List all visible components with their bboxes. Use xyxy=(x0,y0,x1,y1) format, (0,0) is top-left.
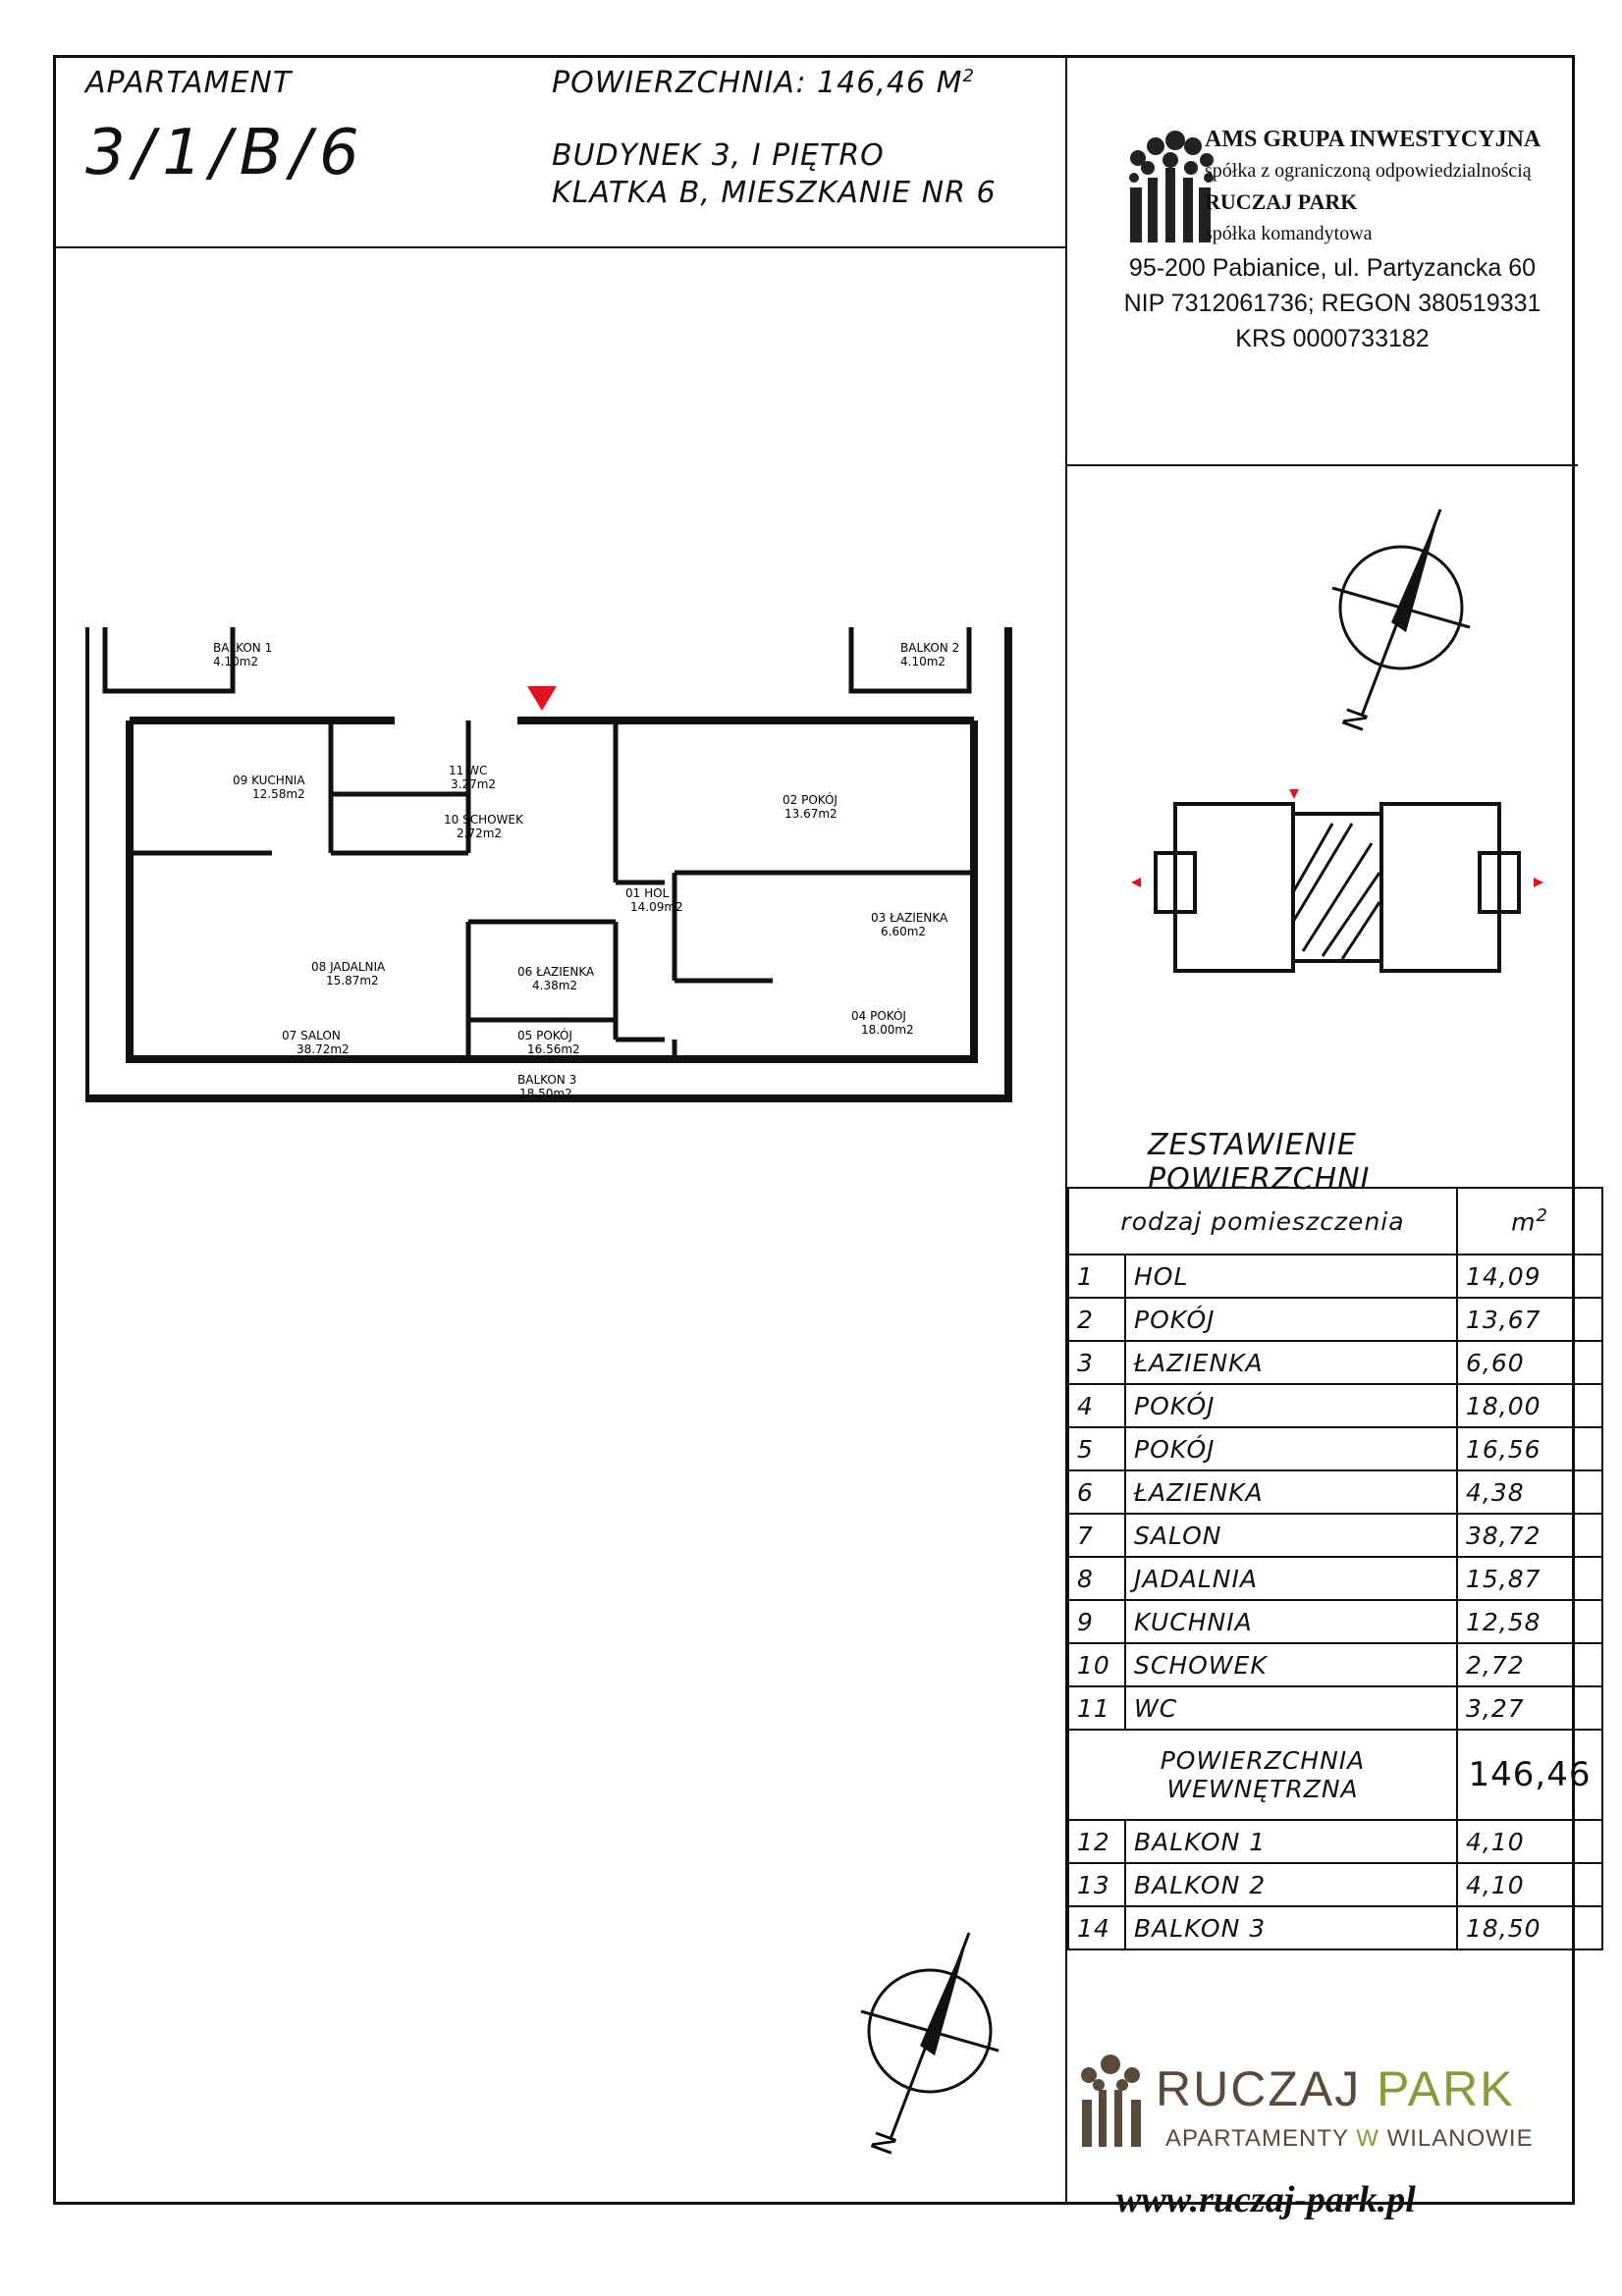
col-name-header: rodzaj pomieszczenia xyxy=(1067,1187,1458,1255)
company-divider xyxy=(1067,464,1578,466)
ruczaj-park-logo-icon xyxy=(1081,2055,1141,2147)
klatka-line: KLATKA B, MIESZKANIE NR 6 xyxy=(552,176,997,210)
room-area-wc: 3.27m2 xyxy=(451,777,496,791)
tree-logo-icon xyxy=(1126,129,1215,246)
total-value: 146,46 xyxy=(1456,1729,1603,1821)
room-label-balkon3: BALKON 3 xyxy=(517,1073,576,1087)
room-area-jadalnia: 15.87m2 xyxy=(326,974,379,988)
room-area-balkon1: 4.10m2 xyxy=(213,655,258,668)
header-divider xyxy=(56,246,1067,248)
apartment-label: APARTAMENT xyxy=(85,66,293,100)
compass-north-icon: N xyxy=(1331,508,1471,736)
right-column-divider xyxy=(1065,58,1067,2202)
company-nip-regon: NIP 7312061736; REGON 380519331 xyxy=(1123,290,1541,317)
room-label-lazienka6: 06 ŁAZIENKA xyxy=(517,965,595,979)
room-area-salon: 38.72m2 xyxy=(297,1042,350,1056)
company-address: 95-200 Pabianice, ul. Partyzancka 60 xyxy=(1128,254,1537,282)
area-line: POWIERZCHNIA: 146,46 M2 xyxy=(552,66,975,100)
plan-sheet: APARTAMENT 3/1/B/6 POWIERZCHNIA: 146,46 … xyxy=(53,55,1603,2220)
company-name: AMS GRUPA INWESTYCYJNA xyxy=(1205,127,1541,152)
room-label-pokoj4: 04 POKÓJ xyxy=(851,1008,906,1023)
room-area-schowek: 2.72m2 xyxy=(457,827,502,840)
building-line: BUDYNEK 3, I PIĘTRO xyxy=(552,138,885,173)
room-label-pokoj5: 05 POKÓJ xyxy=(517,1028,572,1042)
room-area-kuchnia: 12.58m2 xyxy=(252,787,305,801)
col-unit-header: m2 xyxy=(1456,1187,1603,1255)
room-label-wc: 11 WC xyxy=(449,764,487,777)
room-label-jadalnia: 08 JADALNIA xyxy=(311,960,386,974)
room-label-schowek: 10 SCHOWEK xyxy=(444,813,524,827)
floor-plan: BALKON 1 4.10m2 BALKON 2 4.10m2 09 KUCHN… xyxy=(85,627,1012,1102)
company-krs: KRS 0000733182 xyxy=(1235,325,1430,352)
company-subtitle: spółka z ograniczoną odpowiedzialnością xyxy=(1205,160,1532,182)
room-label-balkon1: BALKON 1 xyxy=(213,641,272,655)
room-area-pokoj4: 18.00m2 xyxy=(861,1023,914,1037)
company-kind: spółka komandytowa xyxy=(1205,223,1373,244)
room-label-lazienka3: 03 ŁAZIENKA xyxy=(871,911,948,925)
compass-n-letter-bottom: N xyxy=(865,2127,905,2160)
company-brand: RUCZAJ PARK xyxy=(1205,189,1358,214)
room-area-lazienka3: 6.60m2 xyxy=(881,925,926,938)
room-label-balkon2: BALKON 2 xyxy=(900,641,959,655)
compass-bottom-icon: N xyxy=(860,1932,1000,2160)
apartment-code: 3/1/B/6 xyxy=(85,117,367,189)
website-link[interactable]: www.ruczaj-park.pl xyxy=(1116,2179,1416,2220)
room-label-hol: 01 HOL xyxy=(625,886,670,900)
room-area-lazienka6: 4.38m2 xyxy=(532,979,577,992)
compass-n-letter: N xyxy=(1336,704,1377,736)
brand-tagline: APARTAMENTY W WILANOWIE xyxy=(1165,2125,1534,2152)
table-header-row: rodzaj pomieszczenia m2 xyxy=(1067,1187,1603,1255)
brand-wordmark: RUCZAJ PARK xyxy=(1156,2061,1515,2116)
room-label-kuchnia: 09 KUCHNIA xyxy=(233,774,305,787)
room-area-balkon2: 4.10m2 xyxy=(900,655,946,668)
room-area-pokoj5: 16.56m2 xyxy=(527,1042,580,1056)
room-label-pokoj2: 02 POKÓJ xyxy=(783,792,838,807)
room-area-balkon3: 18.50m2 xyxy=(519,1087,572,1100)
room-label-salon: 07 SALON xyxy=(282,1029,341,1042)
building-key-plan xyxy=(1131,789,1543,973)
room-area-hol: 14.09m2 xyxy=(630,900,683,914)
room-area-pokoj2: 13.67m2 xyxy=(784,807,838,821)
